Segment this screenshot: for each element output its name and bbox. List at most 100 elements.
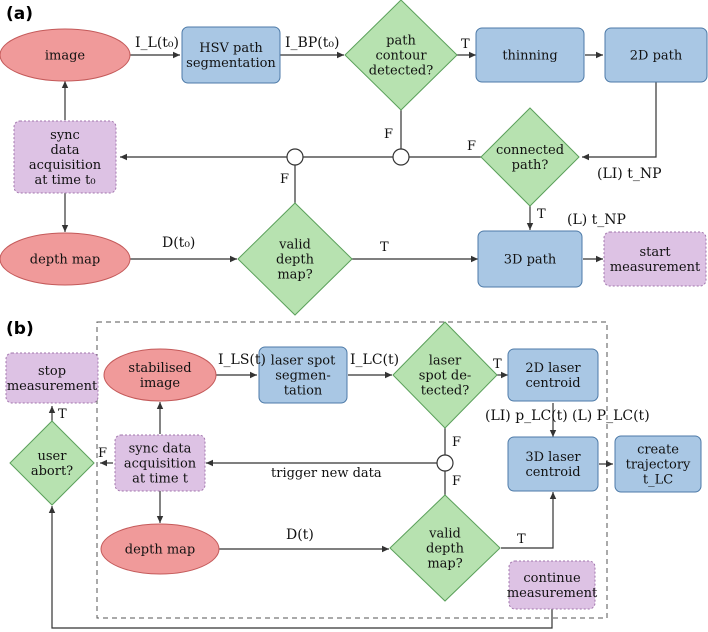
- node-valid-depth-b-text-2: depth: [426, 542, 465, 557]
- node-laser-detected-shape: [392, 321, 498, 429]
- node-2d-path: 2D path: [604, 27, 708, 83]
- panel-b-edges: [48, 371, 613, 629]
- node-depth-map-text-1: depth map: [30, 253, 100, 268]
- node-stabilised-image-text-1: stabilised: [128, 361, 191, 376]
- node-depth-map-b-shape: [100, 523, 220, 575]
- node-depth-map: depth map: [0, 232, 131, 286]
- edge-label-ibp: I_BP(t₀): [285, 35, 339, 51]
- edge-label-trigger: trigger new data: [271, 466, 382, 481]
- panel-a-edges: [61, 51, 657, 263]
- node-laser-segmentation-shape: [258, 346, 348, 404]
- edge-label-ils: I_LS(t): [218, 352, 266, 368]
- edge-label-contour-true: T: [461, 37, 470, 52]
- node-continue-measurement-shape: [508, 560, 596, 610]
- edge-label-tnp-li: (LI) t_NP: [597, 166, 662, 182]
- node-user-abort-text-1: user: [38, 449, 68, 464]
- edge-label-depth-a: D(t₀): [162, 235, 195, 251]
- edge-label-plc: (LI) p_LC(t): [485, 408, 568, 424]
- node-stop-measurement-shape: [5, 352, 99, 404]
- edge-label-valid-true-a: T: [380, 240, 389, 255]
- node-hsv-segmentation-text-1: HSV path: [199, 41, 263, 56]
- node-user-abort-text-2: abort?: [31, 464, 73, 479]
- loop-boundary: [96, 321, 608, 619]
- node-start-measurement-shape: [603, 231, 707, 287]
- node-sync-acquisition-text-4: at time t₀: [34, 173, 95, 188]
- node-sync-acquisition-text-2: data: [50, 143, 79, 158]
- node-2d-path-text-1: 2D path: [630, 49, 683, 64]
- node-sync-acquisition-shape: [13, 120, 117, 194]
- node-create-trajectory-text-1: create: [637, 443, 679, 458]
- node-create-trajectory-text-3: t_LC: [643, 473, 673, 488]
- node-valid-depth-text-1: valid: [278, 238, 311, 253]
- edge-label-contour-false: F: [384, 127, 393, 142]
- node-stabilised-image-text-2: image: [140, 376, 181, 391]
- edge-label-detected-true: T: [493, 357, 502, 372]
- node-3d-path-shape: [477, 230, 583, 288]
- node-3d-laser-centroid-text-1: 3D laser: [525, 450, 581, 465]
- node-valid-depth-shape: [237, 202, 353, 316]
- node-3d-path-text-1: 3D path: [504, 253, 557, 268]
- node-image: image: [0, 28, 131, 82]
- node-laser-detected-text-1: laser: [429, 354, 462, 369]
- edge-label-ilc: I_LC(t): [350, 352, 399, 368]
- node-sync-data-text-2: acquisition: [124, 457, 197, 472]
- junction-b1: [436, 454, 454, 472]
- node-contour-detected-text-2: contour: [375, 49, 427, 64]
- node-2d-laser-centroid-shape: [507, 348, 599, 402]
- node-valid-depth-text-2: depth: [276, 253, 315, 268]
- node-thinning-shape: [475, 27, 585, 83]
- node-2d-path-shape: [604, 27, 708, 83]
- node-continue-measurement-text-1: continue: [523, 571, 581, 586]
- node-contour-detected-text-1: path: [386, 34, 416, 49]
- node-laser-detected-text-2: spot de-: [419, 369, 472, 384]
- node-laser-segmentation-text-3: tation: [284, 384, 323, 399]
- edge-label-connected-false: F: [467, 139, 476, 154]
- node-image-text-1: image: [45, 49, 86, 64]
- node-continue-measurement-text-2: measurement: [507, 586, 598, 601]
- node-valid-depth-b-text-1: valid: [428, 527, 461, 542]
- edge-label-user-true: T: [58, 407, 67, 422]
- node-2d-laser-centroid-text-1: 2D laser: [525, 361, 581, 376]
- node-3d-path: 3D path: [477, 230, 583, 288]
- node-hsv-segmentation-text-2: segmentation: [186, 56, 276, 71]
- node-start-measurement-text-2: measurement: [610, 260, 701, 275]
- node-create-trajectory-shape: [614, 435, 702, 493]
- junction-a1: [392, 148, 410, 166]
- edge-label-PLC: (L) P_LC(t): [572, 408, 650, 424]
- edge-label-valid-true-b: T: [517, 532, 526, 547]
- node-valid-depth-b-text-3: map?: [427, 557, 462, 572]
- node-3d-laser-centroid-shape: [507, 436, 599, 492]
- node-sync-acquisition-text-1: sync: [50, 128, 80, 143]
- node-thinning-text-1: thinning: [502, 49, 557, 64]
- node-start-measurement-text-1: start: [639, 245, 671, 260]
- junction-a2: [286, 148, 304, 166]
- node-thinning: thinning: [475, 27, 585, 83]
- node-contour-detected-shape: [344, 0, 458, 111]
- edge-label-tnp-l: (L) t_NP: [567, 212, 626, 228]
- edge-label-detected-false: F: [452, 435, 461, 450]
- node-stabilised-image-shape: [103, 348, 217, 402]
- node-connected-path-text-2: path?: [512, 158, 549, 173]
- node-sync-acquisition-text-3: acquisition: [29, 158, 102, 173]
- edge-label-depth-b: D(t): [286, 527, 314, 543]
- panel-label-a: (a): [6, 4, 33, 24]
- panel-label-b: (b): [6, 319, 34, 339]
- node-laser-segmentation-text-2: segmen-: [275, 369, 330, 384]
- node-3d-laser-centroid-text-2: centroid: [525, 465, 580, 480]
- node-sync-data-text-3: at time t: [132, 472, 189, 487]
- node-sync-data-shape: [114, 434, 206, 492]
- node-2d-laser-centroid-text-2: centroid: [525, 376, 580, 391]
